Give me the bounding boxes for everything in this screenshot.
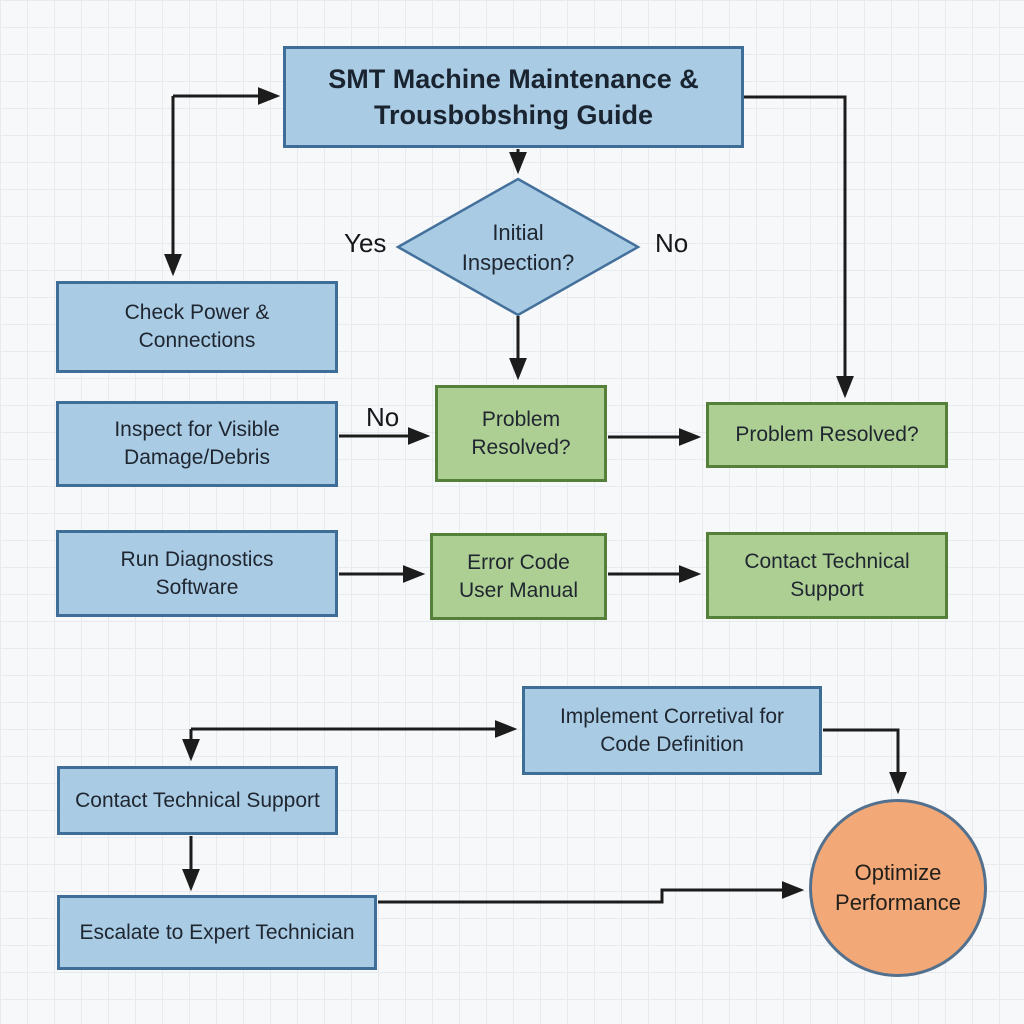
edge-title-to-problem-resolved-right xyxy=(744,95,854,399)
edge-label-yes: Yes xyxy=(344,228,387,258)
node-check-power: Check Power & Connections xyxy=(56,281,338,373)
node-contact-support-green: Contact Technical Support xyxy=(706,532,948,619)
edge-label-no-diamond: No xyxy=(655,228,689,258)
edge-label-no-inspect: No xyxy=(366,402,400,432)
node-inspect-damage: Inspect for Visible Damage/Debris xyxy=(56,401,338,487)
node-run-diagnostics: Run Diagnostics Software xyxy=(56,530,338,617)
node-problem-resolved-right: Problem Resolved? xyxy=(706,402,948,468)
edge-implement-to-optimize xyxy=(823,728,907,795)
node-contact-support-blue: Contact Technical Support xyxy=(57,766,338,835)
decision-diamond-shape xyxy=(395,177,641,317)
node-initial-inspection-label: Initial Inspection? xyxy=(461,219,575,275)
node-title: SMT Machine Maintenance & Trousbobshing … xyxy=(283,46,744,148)
node-optimize-performance: Optimize Performance xyxy=(809,799,987,977)
node-problem-resolved-mid: Problem Resolved? xyxy=(435,385,607,482)
node-escalate-expert: Escalate to Expert Technician xyxy=(57,895,377,970)
edge-escalate-to-optimize xyxy=(378,881,805,904)
node-implement-corrective: Implement Corretival for Code Definition xyxy=(522,686,822,775)
node-error-code-manual: Error Code User Manual xyxy=(430,533,607,620)
